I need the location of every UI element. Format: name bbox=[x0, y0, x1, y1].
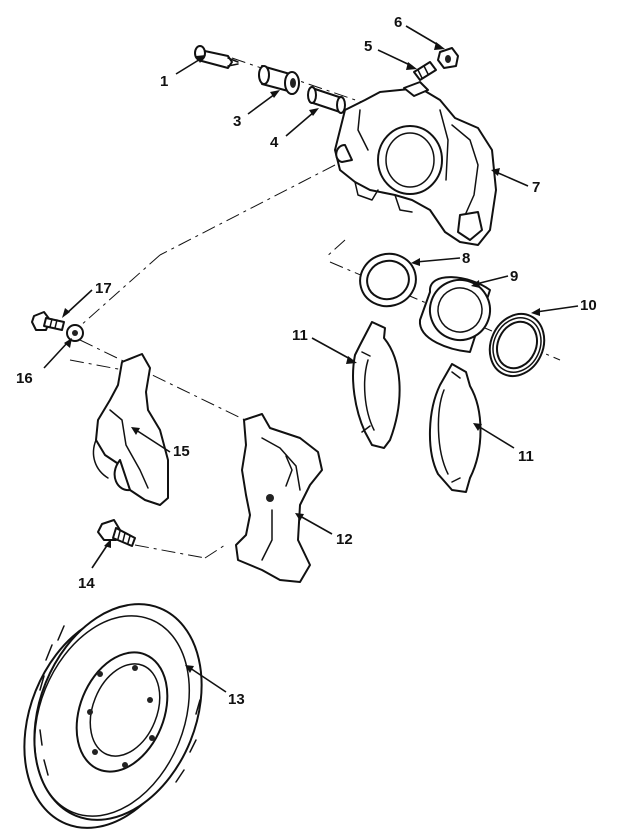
callout-1: 1 bbox=[160, 73, 168, 90]
callout-3: 3 bbox=[233, 113, 241, 130]
support-bracket bbox=[235, 413, 323, 583]
leader-lines bbox=[43, 25, 579, 693]
callout-4: 4 bbox=[270, 134, 279, 151]
callout-12: 12 bbox=[336, 531, 353, 548]
bleeder-cap bbox=[437, 47, 459, 69]
caliper-housing bbox=[334, 81, 497, 246]
callout-8: 8 bbox=[462, 250, 470, 267]
callout-labels: 1 3 4 5 6 7 8 9 10 11 11 12 13 14 15 16 … bbox=[16, 14, 597, 708]
bleeder-screw bbox=[413, 61, 437, 81]
callout-13: 13 bbox=[228, 691, 245, 708]
callout-6: 6 bbox=[394, 14, 402, 31]
piston-seal bbox=[359, 252, 417, 308]
callout-9: 9 bbox=[510, 268, 518, 285]
rotor-holes bbox=[87, 665, 155, 768]
callout-10: 10 bbox=[580, 297, 597, 314]
sleeve bbox=[307, 86, 346, 114]
mounting-bolt bbox=[97, 519, 136, 547]
inner-brake-pad bbox=[352, 321, 401, 449]
piston bbox=[418, 276, 491, 353]
bushing bbox=[258, 65, 300, 95]
callout-16: 16 bbox=[16, 370, 33, 387]
cap-screw bbox=[31, 311, 65, 331]
lock-washer bbox=[66, 324, 84, 342]
callout-7: 7 bbox=[532, 179, 540, 196]
callout-17: 17 bbox=[95, 280, 112, 297]
anchor-plate bbox=[92, 353, 169, 506]
callout-5: 5 bbox=[364, 38, 372, 55]
callout-11-inner-pad: 11 bbox=[292, 327, 308, 344]
callout-11-outer-pad: 11 bbox=[518, 448, 534, 465]
callout-14: 14 bbox=[78, 575, 95, 592]
callout-15: 15 bbox=[173, 443, 190, 460]
dust-boot bbox=[488, 312, 546, 378]
outer-brake-pad bbox=[429, 363, 482, 493]
brake-rotor bbox=[23, 603, 203, 829]
